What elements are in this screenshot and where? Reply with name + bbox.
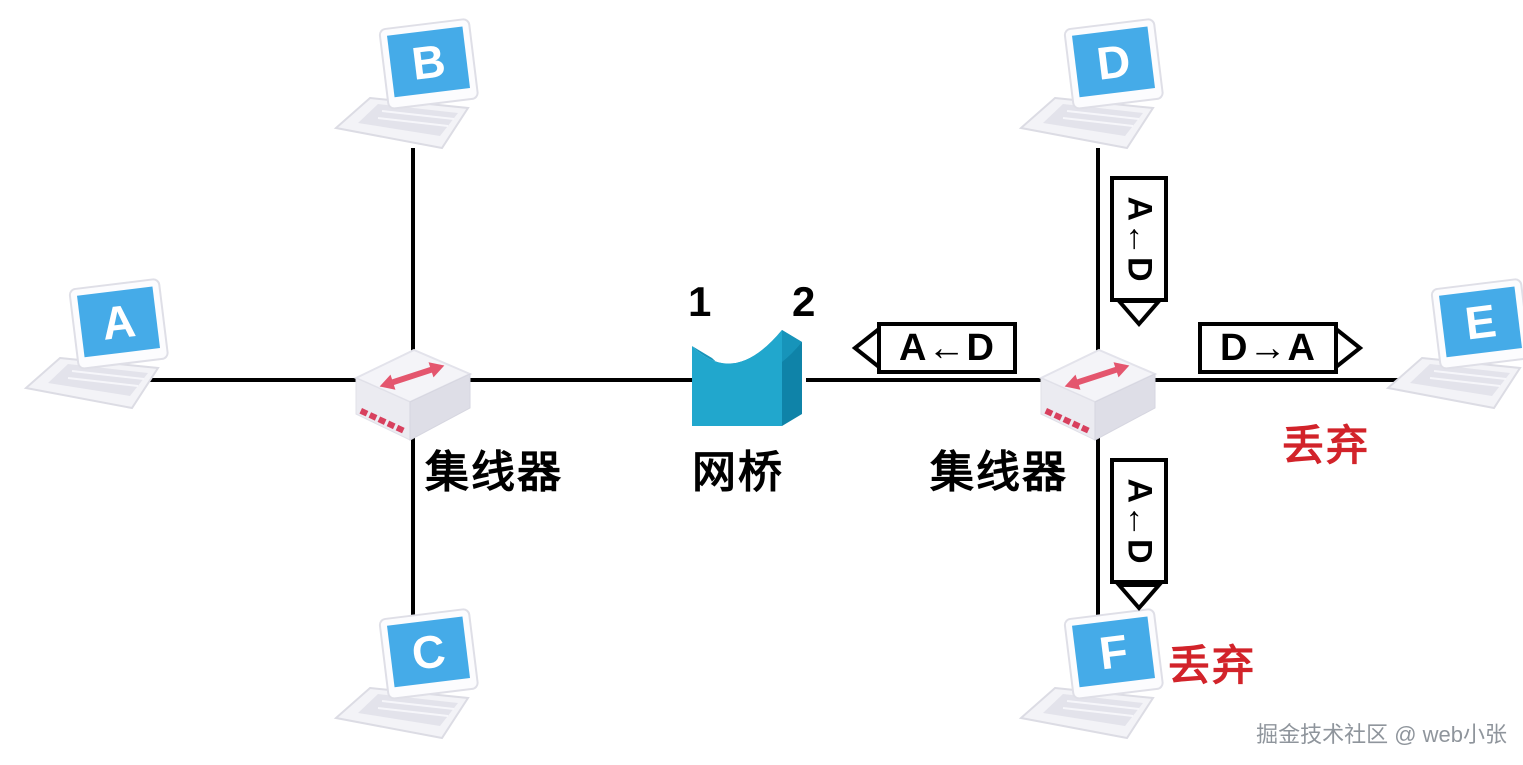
- wire-bridge-to-hub-right: [806, 378, 1051, 382]
- bridge: [682, 314, 814, 436]
- hub-left: [342, 338, 482, 450]
- hub-ports: [1044, 408, 1090, 434]
- laptop-screen-letter: B: [409, 34, 448, 90]
- wire-a-to-hub-left: [150, 378, 365, 382]
- hub-double-arrow-icon: [1064, 362, 1130, 390]
- hub-right-label: 集线器: [930, 448, 1068, 497]
- arrowhead-right-icon: [1334, 325, 1364, 371]
- frame-hub-to-e: D→A: [1198, 322, 1338, 374]
- bridge-front-face: [692, 330, 782, 426]
- laptop-screen: [1439, 286, 1522, 358]
- frame-text: A←D: [1120, 477, 1159, 565]
- discard-label-f: 丢弃: [1168, 642, 1257, 689]
- hub-ports: [359, 408, 405, 434]
- hub-left-label: 集线器: [425, 448, 563, 497]
- frame-text: A←D: [1120, 195, 1159, 283]
- wire-hub-right-to-e: [1150, 378, 1405, 382]
- laptop-screen: [77, 286, 160, 358]
- laptop-screen-letter: E: [1462, 294, 1499, 349]
- laptop-icon: B: [333, 18, 479, 150]
- frame-text: D→A: [1220, 326, 1316, 369]
- laptop-icon: C: [333, 608, 479, 740]
- frame-hub-to-f: A←D: [1110, 458, 1168, 584]
- laptop-d: D: [1013, 18, 1173, 158]
- frame-text: A←D: [899, 326, 995, 369]
- laptop-b: B: [328, 18, 488, 158]
- laptop-screen-letter: C: [409, 624, 448, 680]
- frame-bridge-to-left: A←D: [877, 322, 1017, 374]
- hub-side-face: [409, 373, 471, 441]
- hub-icon: [353, 348, 473, 441]
- hub-right: [1027, 338, 1167, 450]
- bridge-icon: [692, 330, 802, 426]
- laptop-icon: E: [1385, 278, 1523, 410]
- wire-hub-left-to-c: [411, 424, 415, 630]
- laptop-icon: D: [1018, 18, 1164, 150]
- laptop-icon: F: [1018, 608, 1164, 740]
- bridge-port-1-label: 1: [688, 278, 712, 325]
- laptop-screen-letter: A: [99, 294, 138, 350]
- bridge-port-2-label: 2: [792, 278, 816, 325]
- laptop-screen-letter: D: [1094, 34, 1133, 90]
- watermark: 掘金技术社区 @ web小张: [1256, 722, 1507, 747]
- wire-hub-left-to-bridge: [468, 378, 698, 382]
- hub-double-arrow-icon: [379, 362, 445, 390]
- laptop-screen: [1072, 26, 1155, 98]
- laptop-f: F: [1013, 608, 1173, 748]
- laptop-icon: A: [23, 278, 169, 410]
- laptop-screen: [387, 616, 470, 688]
- laptop-a: A: [18, 278, 178, 418]
- bridge-label: 网桥: [692, 448, 784, 497]
- wire-d-to-hub-right: [1096, 148, 1100, 364]
- hub-icon: [1038, 348, 1158, 441]
- laptop-e: E: [1380, 278, 1523, 418]
- laptop-screen: [387, 26, 470, 98]
- hub-side-face: [1094, 373, 1156, 441]
- laptop-c: C: [328, 608, 488, 748]
- frame-d-to-hub: A←D: [1110, 176, 1168, 302]
- wire-hub-right-to-f: [1096, 424, 1100, 634]
- discard-label-e: 丢弃: [1282, 422, 1371, 469]
- arrowhead-down-icon: [1114, 299, 1164, 328]
- arrowhead-left-icon: [851, 325, 881, 371]
- laptop-screen: [1072, 616, 1155, 688]
- wire-b-to-hub-left: [411, 148, 415, 364]
- laptop-screen-letter: F: [1096, 624, 1130, 679]
- arrowhead-down-icon: [1114, 583, 1164, 612]
